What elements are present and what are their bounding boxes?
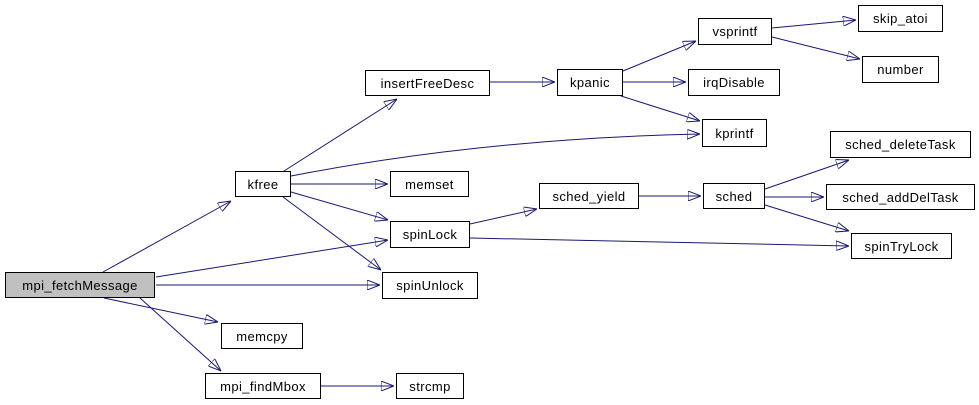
node-spinLock[interactable]: spinLock [390, 221, 470, 248]
edge-mpi_fetchMessage-kfree [102, 201, 231, 273]
node-sched_yield[interactable]: sched_yield [539, 183, 639, 209]
edge-spinLock-sched_yield [469, 209, 537, 225]
node-irqDisable[interactable]: irqDisable [688, 69, 780, 96]
node-memset[interactable]: memset [390, 171, 469, 197]
node-vsprintf[interactable]: vsprintf [698, 18, 772, 45]
edge-vsprintf-number [771, 36, 860, 59]
node-memcpy[interactable]: memcpy [221, 323, 303, 349]
edge-kfree-spinUnlock [282, 196, 381, 270]
edge-kfree-spinLock [290, 191, 388, 220]
edge-mpi_fetchMessage-memcpy [103, 297, 218, 322]
node-sched[interactable]: sched [703, 183, 765, 209]
node-skip_atoi[interactable]: skip_atoi [858, 5, 943, 32]
node-insertFreeDesc[interactable]: insertFreeDesc [365, 70, 490, 96]
edge-kpanic-kprintf [620, 95, 700, 121]
edge-vsprintf-skip_atoi [771, 20, 856, 29]
node-kprintf[interactable]: kprintf [702, 119, 767, 147]
edge-kpanic-vsprintf [622, 41, 696, 72]
edge-mpi_fetchMessage-spinLock [155, 240, 388, 278]
edge-sched-sched_deleteTask [764, 160, 849, 190]
node-strcmp[interactable]: strcmp [396, 373, 464, 399]
node-mpi_findMbox[interactable]: mpi_findMbox [205, 373, 321, 399]
edge-kfree-insertFreeDesc [283, 99, 397, 172]
node-spinUnlock[interactable]: spinUnlock [382, 272, 478, 299]
edge-spinLock-spinTryLock [469, 237, 849, 246]
node-sched_deleteTask[interactable]: sched_deleteTask [830, 131, 971, 158]
node-mpi_fetchMessage[interactable]: mpi_fetchMessage [5, 272, 155, 298]
node-number[interactable]: number [862, 56, 939, 83]
node-spinTryLock[interactable]: spinTryLock [851, 233, 952, 259]
edge-sched-spinTryLock [764, 204, 849, 231]
edge-kfree-kprintf [290, 134, 700, 177]
edge-mpi_fetchMessage-mpi_findMbox [139, 297, 221, 371]
node-kpanic[interactable]: kpanic [557, 69, 623, 96]
node-sched_addDelTask[interactable]: sched_addDelTask [826, 184, 975, 210]
node-kfree[interactable]: kfree [235, 171, 291, 197]
